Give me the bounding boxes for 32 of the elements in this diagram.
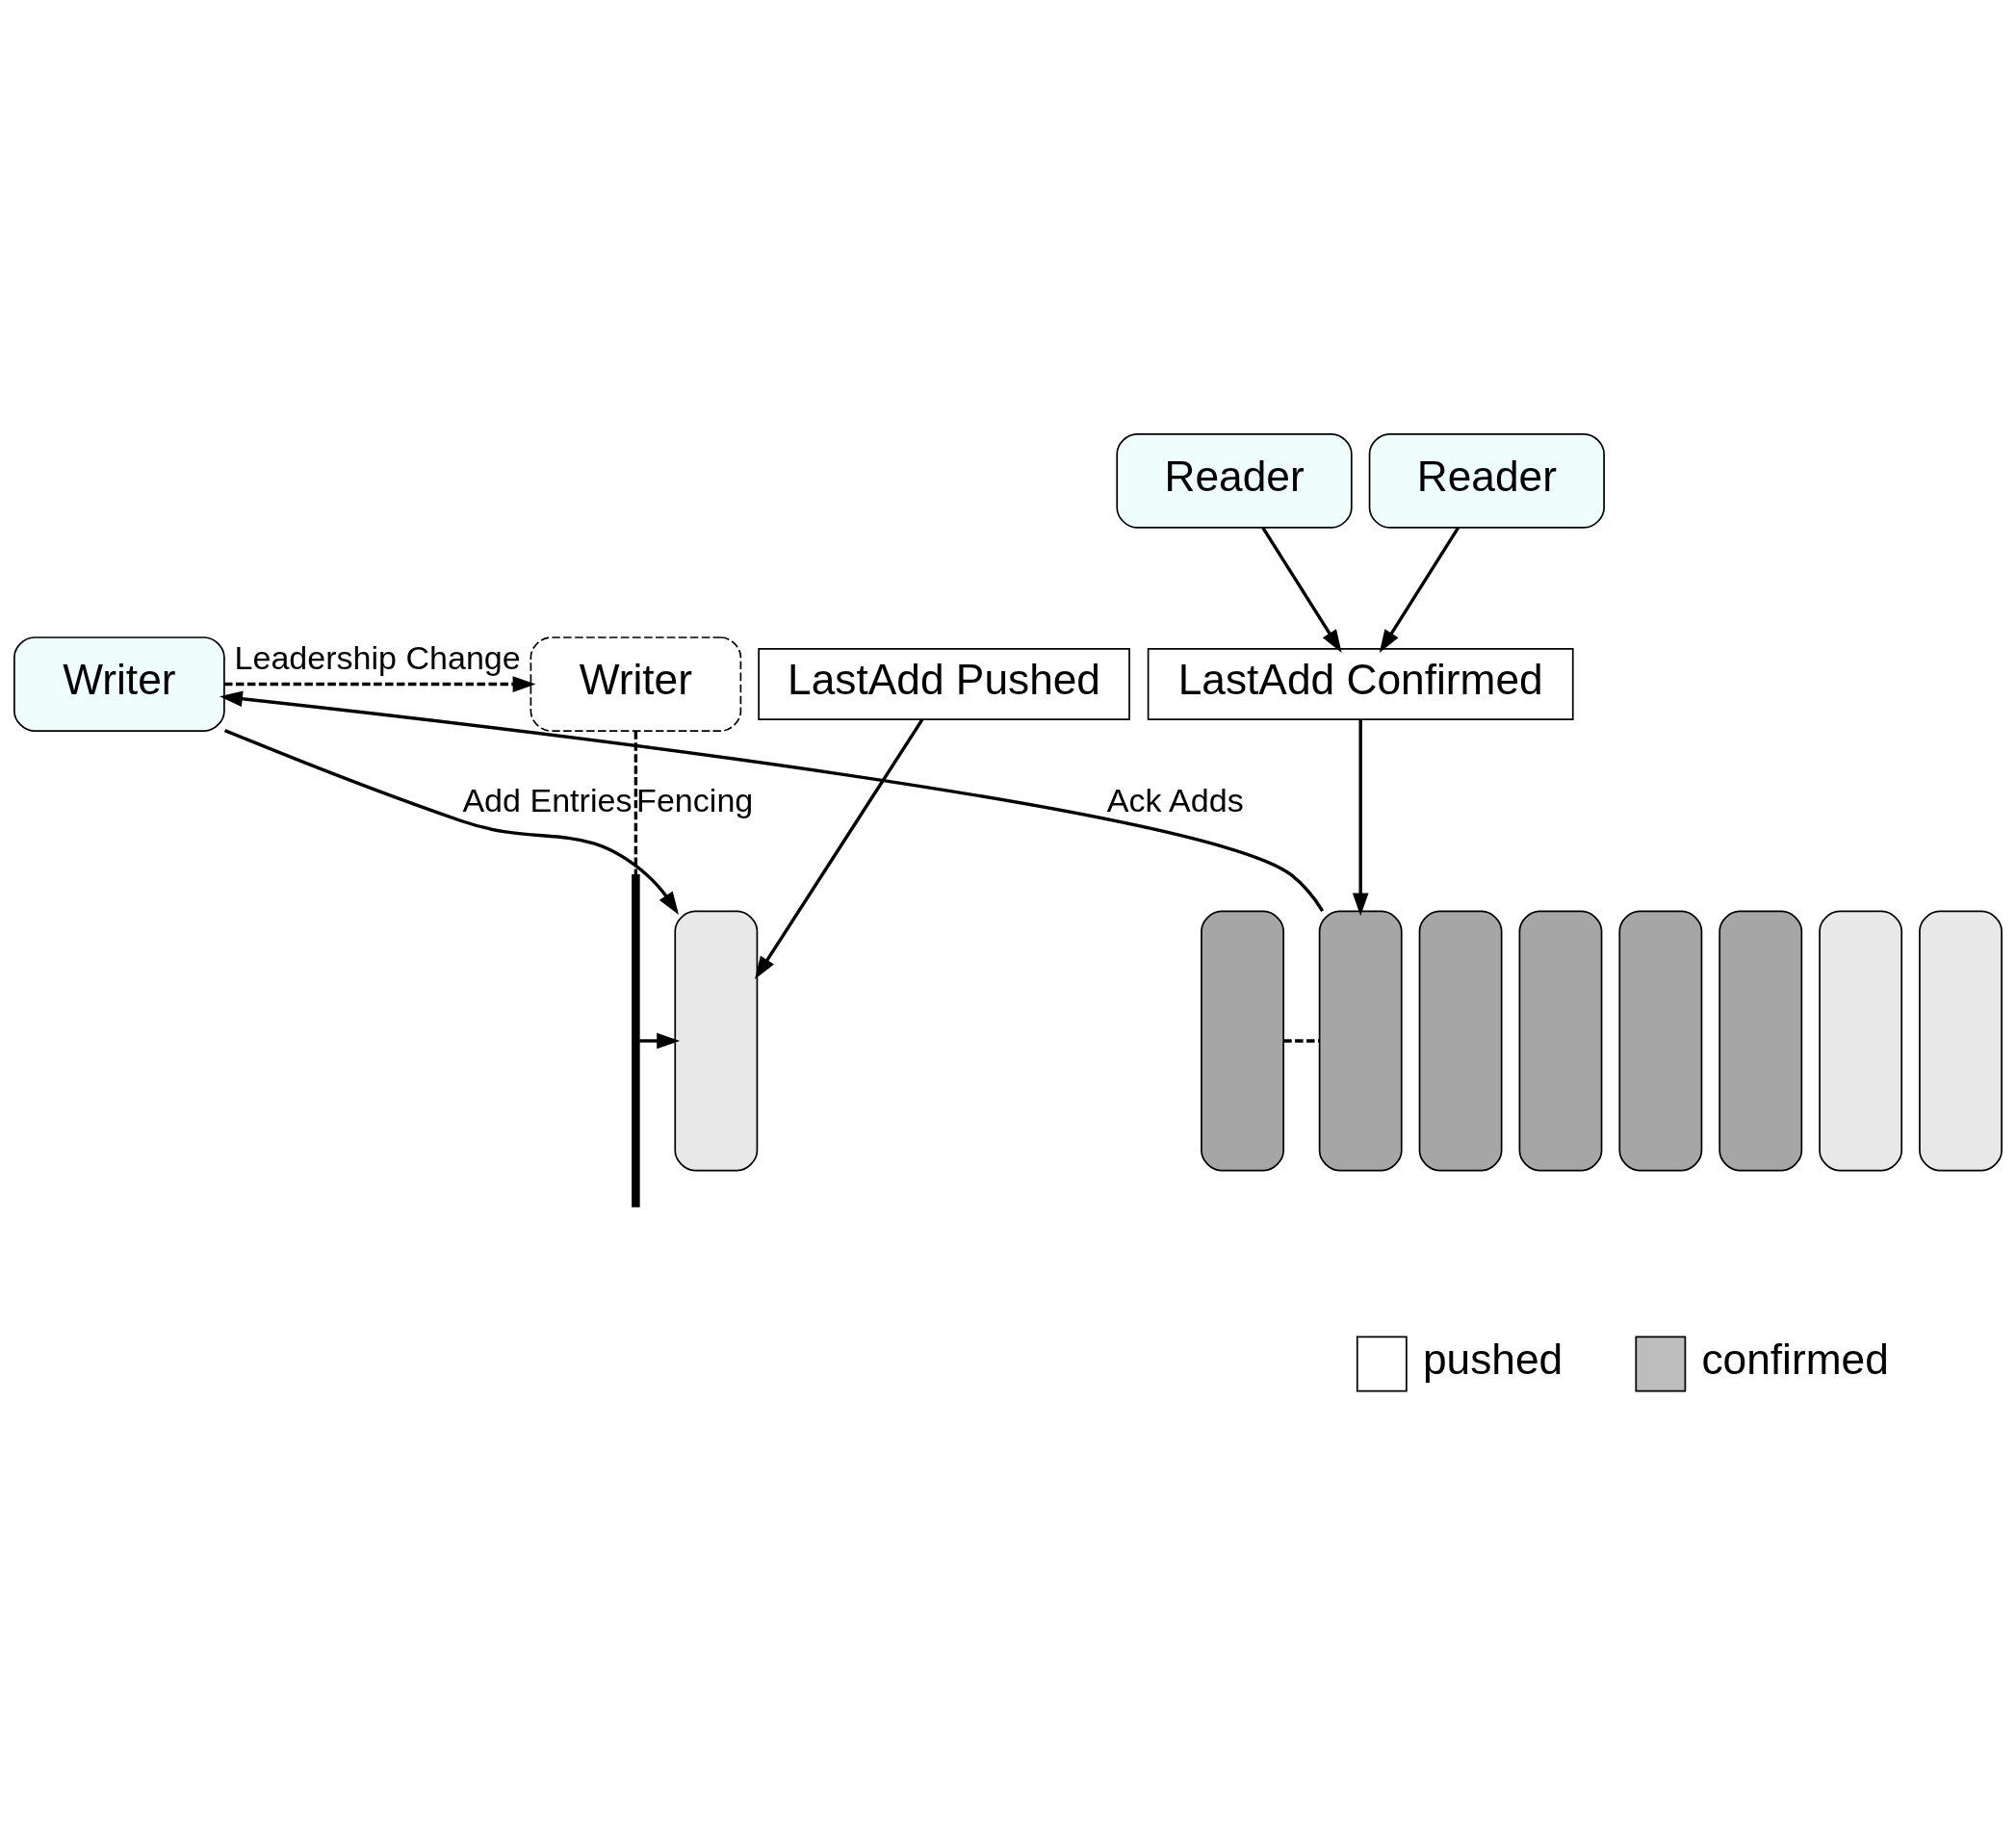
edge-label: Fencing [636, 781, 754, 818]
connector [633, 730, 638, 874]
arrow [1379, 526, 1460, 653]
node-box: Writer [530, 636, 742, 732]
edge-label: Leadership Change [234, 638, 521, 676]
node-box [1201, 910, 1284, 1171]
node-bar [632, 873, 640, 1207]
node-box [1819, 910, 1903, 1171]
edge-label: Ack Adds [1106, 781, 1244, 818]
arrow [223, 728, 680, 915]
arrow [224, 675, 536, 692]
node-box: Writer [13, 636, 225, 732]
edge-label: Add Entries [462, 781, 633, 818]
node-box: Reader [1368, 432, 1605, 529]
legend-label: pushed [1422, 1335, 1564, 1383]
arrow [639, 1032, 681, 1049]
node-box [1719, 910, 1803, 1171]
legend-label: confirmed [1701, 1335, 1889, 1383]
node-box [1418, 910, 1503, 1171]
arrow [1261, 526, 1342, 653]
node-box [1919, 910, 2003, 1171]
node-box: LastAdd Pushed [758, 647, 1130, 720]
node-box: Reader [1116, 432, 1353, 529]
node-box: LastAdd Confirmed [1147, 647, 1574, 720]
node-box [1518, 910, 1603, 1171]
connector [1283, 1038, 1320, 1043]
node-box [1318, 910, 1403, 1171]
arrow [1352, 718, 1369, 916]
node-box [674, 910, 759, 1171]
arrow [220, 690, 1325, 912]
arrow [754, 718, 924, 979]
node-box [1618, 910, 1703, 1171]
